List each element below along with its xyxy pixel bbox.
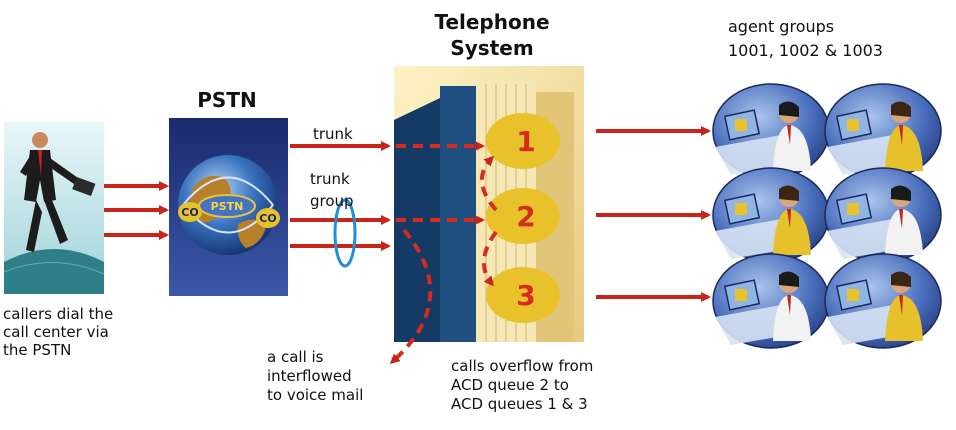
agent-at-computer-icon (712, 83, 830, 179)
agent-at-computer-icon (712, 253, 830, 349)
queue-to-agent-arrows (596, 126, 711, 302)
agent-groups (712, 83, 942, 349)
globe-badge-co-left: CO (181, 206, 198, 219)
trunk-group-label-line2: group (310, 192, 354, 210)
interflow-caption-line3: to voice mail (267, 386, 363, 404)
agent-at-computer-icon (712, 167, 830, 263)
trunk-group-ring (333, 198, 357, 268)
queue-number-1: 1 (516, 125, 535, 158)
agent-groups-label-line2: 1001, 1002 & 1003 (728, 41, 883, 60)
overflow-caption: calls overflow from ACD queue 2 to ACD q… (451, 357, 593, 413)
globe-badge-pstn: PSTN (211, 200, 244, 213)
agent-at-computer-icon (824, 167, 942, 263)
callers-caption-line2: call center via (3, 323, 109, 341)
agent-at-computer-icon (824, 253, 942, 349)
pstn-title: PSTN (197, 88, 256, 112)
acd-queue-1 (486, 113, 560, 169)
overflow-caption-line3: ACD queues 1 & 3 (451, 395, 588, 413)
interflow-caption: a call is interflowed to voice mail (267, 348, 363, 404)
trunk-group-label-line1: trunk (310, 170, 350, 188)
telephone-system-title-line2: System (450, 36, 533, 60)
queue-number-2: 2 (516, 200, 535, 233)
callers-caption-line3: the PSTN (3, 341, 71, 359)
globe-badge-co-right: CO (259, 212, 276, 225)
trunk-arrows (290, 141, 391, 251)
internal-dashed-arrows (389, 141, 498, 364)
overflow-caption-line1: calls overflow from (451, 357, 593, 375)
globe-icon (169, 118, 288, 296)
interflow-caption-line2: interflowed (267, 367, 352, 385)
acd-queue-2 (486, 188, 560, 244)
agent-at-computer-icon (824, 83, 942, 179)
caller-to-pstn-arrows (104, 181, 169, 240)
telephone-system-title-line1: Telephone (434, 10, 549, 34)
interflow-caption-line1: a call is (267, 348, 324, 366)
overflow-caption-line2: ACD queue 2 to (451, 376, 569, 394)
queue-number-3: 3 (516, 279, 535, 312)
acd-queue-3 (486, 267, 560, 323)
trunk-label: trunk (313, 125, 353, 143)
callers-caption-line1: callers dial the (3, 305, 113, 323)
agent-groups-label-line1: agent groups (728, 17, 834, 36)
businessman-running-icon (3, 122, 105, 294)
callers-caption: callers dial the call center via the PST… (3, 305, 113, 359)
